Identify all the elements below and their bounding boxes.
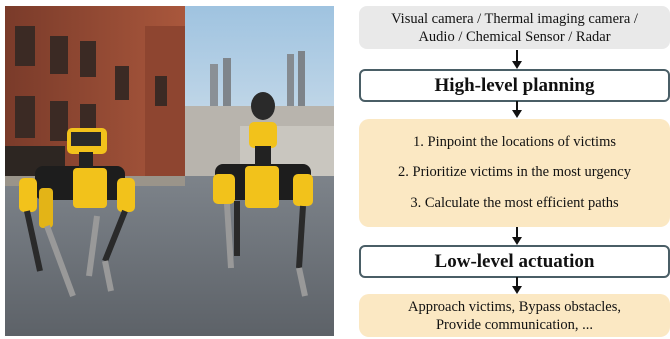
high-level-planning-box: High-level planning xyxy=(359,69,670,102)
sensors-line-2: Audio / Chemical Sensor / Radar xyxy=(418,28,611,45)
low-level-actuation-box: Low-level actuation xyxy=(359,245,670,278)
arrow-down-icon xyxy=(512,101,522,118)
actuation-title: Low-level actuation xyxy=(434,250,595,272)
actions-line-1: Approach victims, Bypass obstacles, xyxy=(407,298,622,315)
planning-step: 1. Pinpoint the locations of victims xyxy=(413,133,616,150)
planning-step: 2. Prioritize victims in the most urgenc… xyxy=(398,164,631,181)
planning-step: 3. Calculate the most efficient paths xyxy=(410,195,619,212)
sensors-box: Visual camera / Thermal imaging camera /… xyxy=(359,6,670,49)
planning-title: High-level planning xyxy=(434,74,595,96)
actuation-actions-box: Approach victims, Bypass obstacles, Prov… xyxy=(359,294,670,337)
actions-line-2: Provide communication, ... xyxy=(435,316,594,333)
arrow-down-icon xyxy=(512,277,522,294)
planning-steps-box: 1. Pinpoint the locations of victims 2. … xyxy=(359,119,670,227)
arrow-down-icon xyxy=(512,227,522,245)
sensors-line-1: Visual camera / Thermal imaging camera / xyxy=(391,10,638,27)
arrow-down-icon xyxy=(512,50,522,69)
robot-dogs-photo xyxy=(5,6,334,336)
